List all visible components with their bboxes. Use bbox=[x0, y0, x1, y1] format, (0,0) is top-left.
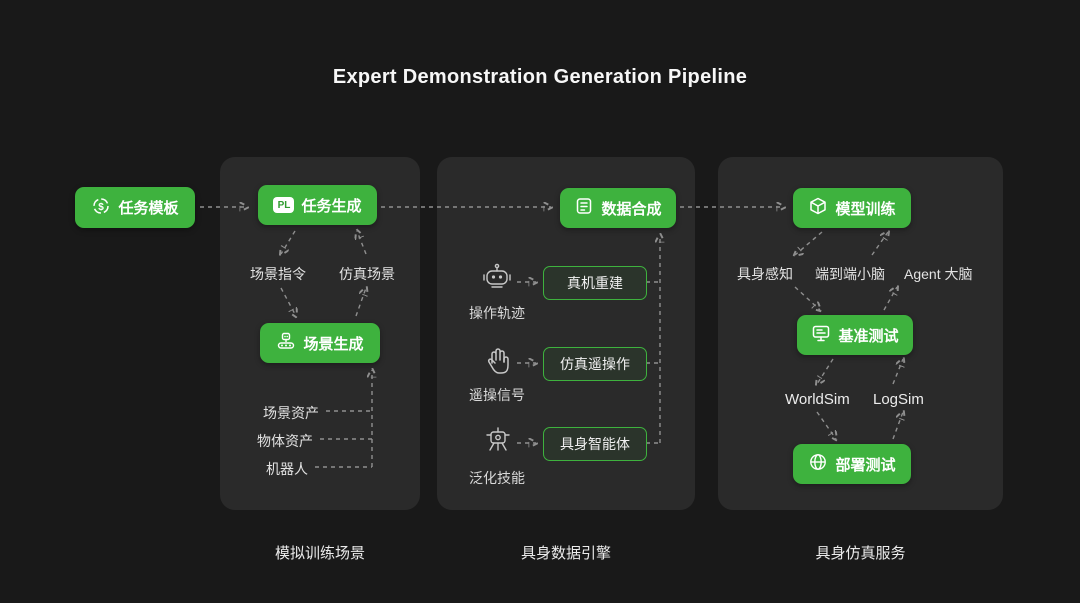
real-machine-reconstruction-box: 真机重建 bbox=[543, 266, 647, 300]
robot-icon bbox=[480, 261, 514, 295]
embodied-agent-box: 具身智能体 bbox=[543, 427, 647, 461]
panel3-caption: 具身仿真服务 bbox=[815, 545, 906, 562]
page-title: Expert Demonstration Generation Pipeline bbox=[332, 66, 748, 88]
manipulation-trajectory-label: 操作轨迹 bbox=[469, 305, 525, 321]
scene-generation-label: 场景生成 bbox=[303, 335, 364, 353]
task-template-node: $ 任务模板 bbox=[75, 187, 195, 228]
deployment-test-label: 部署测试 bbox=[835, 456, 896, 474]
pl-badge-icon: PL bbox=[273, 197, 295, 213]
object-asset-label: 物体资产 bbox=[257, 433, 313, 449]
panel2-caption: 具身数据引擎 bbox=[520, 545, 611, 562]
svg-text:$: $ bbox=[99, 202, 105, 213]
data-synthesis-label: 数据合成 bbox=[601, 200, 662, 218]
scene-generation-icon bbox=[276, 331, 296, 355]
benchmark-test-label: 基准测试 bbox=[838, 327, 899, 345]
monitor-icon bbox=[811, 323, 831, 347]
data-synthesis-node: 数据合成 bbox=[560, 188, 676, 228]
task-template-label: 任务模板 bbox=[118, 200, 179, 217]
robot-asset-label: 机器人 bbox=[266, 461, 308, 477]
scene-generation-node: 场景生成 bbox=[260, 323, 380, 363]
model-training-label: 模型训练 bbox=[835, 200, 896, 218]
end-to-end-cerebellum-label: 端到端小脑 bbox=[815, 266, 885, 282]
embodied-perception-label: 具身感知 bbox=[737, 266, 793, 282]
simulated-teleoperation-box: 仿真遥操作 bbox=[543, 347, 647, 381]
scene-instruction-label: 场景指令 bbox=[250, 266, 306, 282]
teleoperation-signal-label: 遥操信号 bbox=[469, 387, 525, 403]
deployment-test-node: 部署测试 bbox=[793, 444, 911, 484]
task-template-icon: $ bbox=[91, 196, 111, 220]
globe-icon bbox=[808, 452, 828, 476]
model-training-node: 模型训练 bbox=[793, 188, 911, 228]
glove-icon bbox=[481, 343, 515, 377]
simulated-scene-label: 仿真场景 bbox=[339, 266, 395, 282]
benchmark-test-node: 基准测试 bbox=[797, 315, 913, 355]
agent-brain-label: Agent 大脑 bbox=[904, 266, 973, 282]
generalized-skill-label: 泛化技能 bbox=[469, 470, 525, 486]
task-generation-label: 任务生成 bbox=[301, 197, 362, 215]
skill-icon bbox=[481, 423, 515, 457]
panel1-caption: 模拟训练场景 bbox=[274, 545, 365, 562]
task-generation-node: PL 任务生成 bbox=[258, 185, 377, 225]
worldsim-label: WorldSim bbox=[785, 391, 850, 408]
cube-icon bbox=[808, 196, 828, 220]
scene-asset-label: 场景资产 bbox=[263, 405, 319, 421]
logsim-label: LogSim bbox=[873, 391, 924, 408]
data-synthesis-icon bbox=[574, 196, 594, 220]
